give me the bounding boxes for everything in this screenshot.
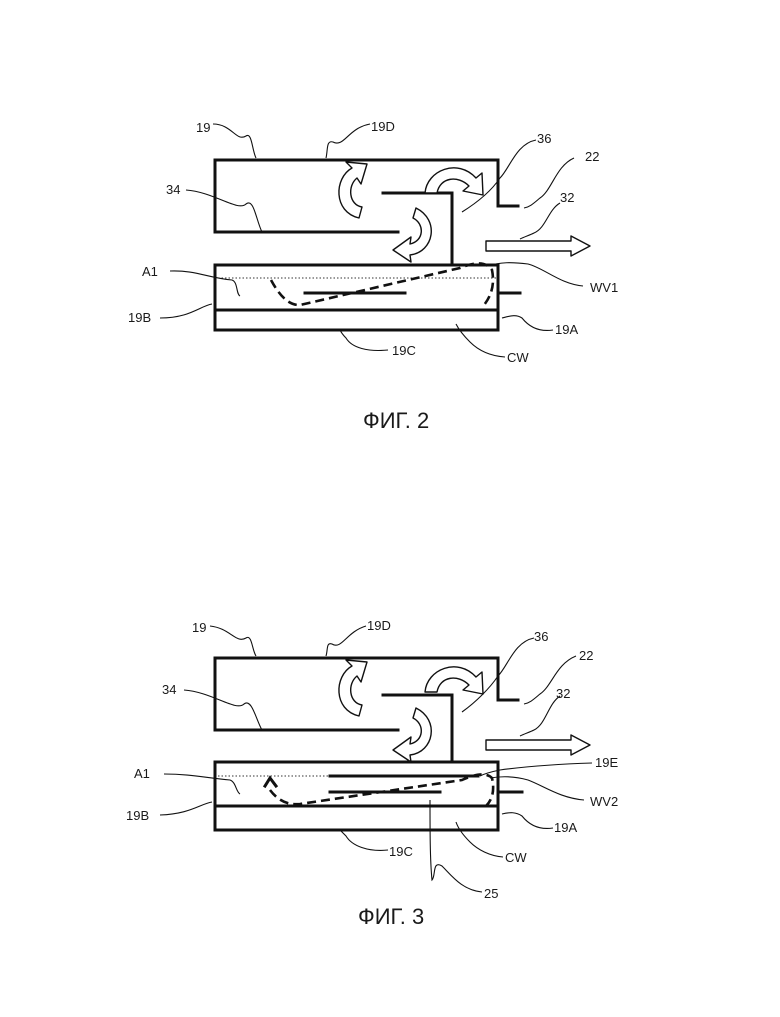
label-19B: 19B	[126, 808, 149, 823]
label-32: 32	[560, 190, 574, 205]
outlet-arrow	[486, 735, 590, 755]
labels-fig3: 19 19D 36 22 34 32 A1 19E WV2 19B 19A 19…	[126, 618, 618, 929]
flow-arrow-top-right	[425, 168, 483, 195]
label-19A: 19A	[554, 820, 577, 835]
leader-lines-fig3	[160, 626, 592, 892]
label-19D: 19D	[371, 119, 395, 134]
label-19C: 19C	[392, 343, 416, 358]
label-34: 34	[166, 182, 180, 197]
figure-2: 19 19D 36 22 34 32 A1 WV1 19B 19A 19C CW…	[128, 119, 618, 433]
label-WV2: WV2	[590, 794, 618, 809]
label-19C: 19C	[389, 844, 413, 859]
label-22: 22	[585, 149, 599, 164]
label-WV1: WV1	[590, 280, 618, 295]
label-22: 22	[579, 648, 593, 663]
label-19D: 19D	[367, 618, 391, 633]
label-19A: 19A	[555, 322, 578, 337]
water-level-curve	[270, 774, 493, 806]
label-19E: 19E	[595, 755, 618, 770]
label-36: 36	[534, 629, 548, 644]
water-level-curve	[271, 263, 493, 305]
label-36: 36	[537, 131, 551, 146]
labels-fig2: 19 19D 36 22 34 32 A1 WV1 19B 19A 19C CW…	[128, 119, 618, 433]
figure-3: 19 19D 36 22 34 32 A1 19E WV2 19B 19A 19…	[126, 618, 618, 929]
label-A1: A1	[134, 766, 150, 781]
outlet-arrow	[486, 236, 590, 256]
flow-arrow-center	[393, 208, 431, 262]
lower-tank	[215, 762, 522, 830]
flow-arrow-left	[339, 660, 367, 716]
label-CW: CW	[505, 850, 527, 865]
flow-arrow-top-right	[425, 667, 483, 694]
flow-arrow-center	[393, 708, 431, 762]
figure-caption: ФИГ. 3	[358, 904, 424, 929]
label-25: 25	[484, 886, 498, 901]
label-19: 19	[196, 120, 210, 135]
flow-arrow-left	[339, 162, 367, 218]
label-A1: A1	[142, 264, 158, 279]
label-19: 19	[192, 620, 206, 635]
lower-tank	[215, 263, 520, 330]
label-19B: 19B	[128, 310, 151, 325]
label-CW: CW	[507, 350, 529, 365]
label-32: 32	[556, 686, 570, 701]
figure-caption: ФИГ. 2	[363, 408, 429, 433]
label-34: 34	[162, 682, 176, 697]
